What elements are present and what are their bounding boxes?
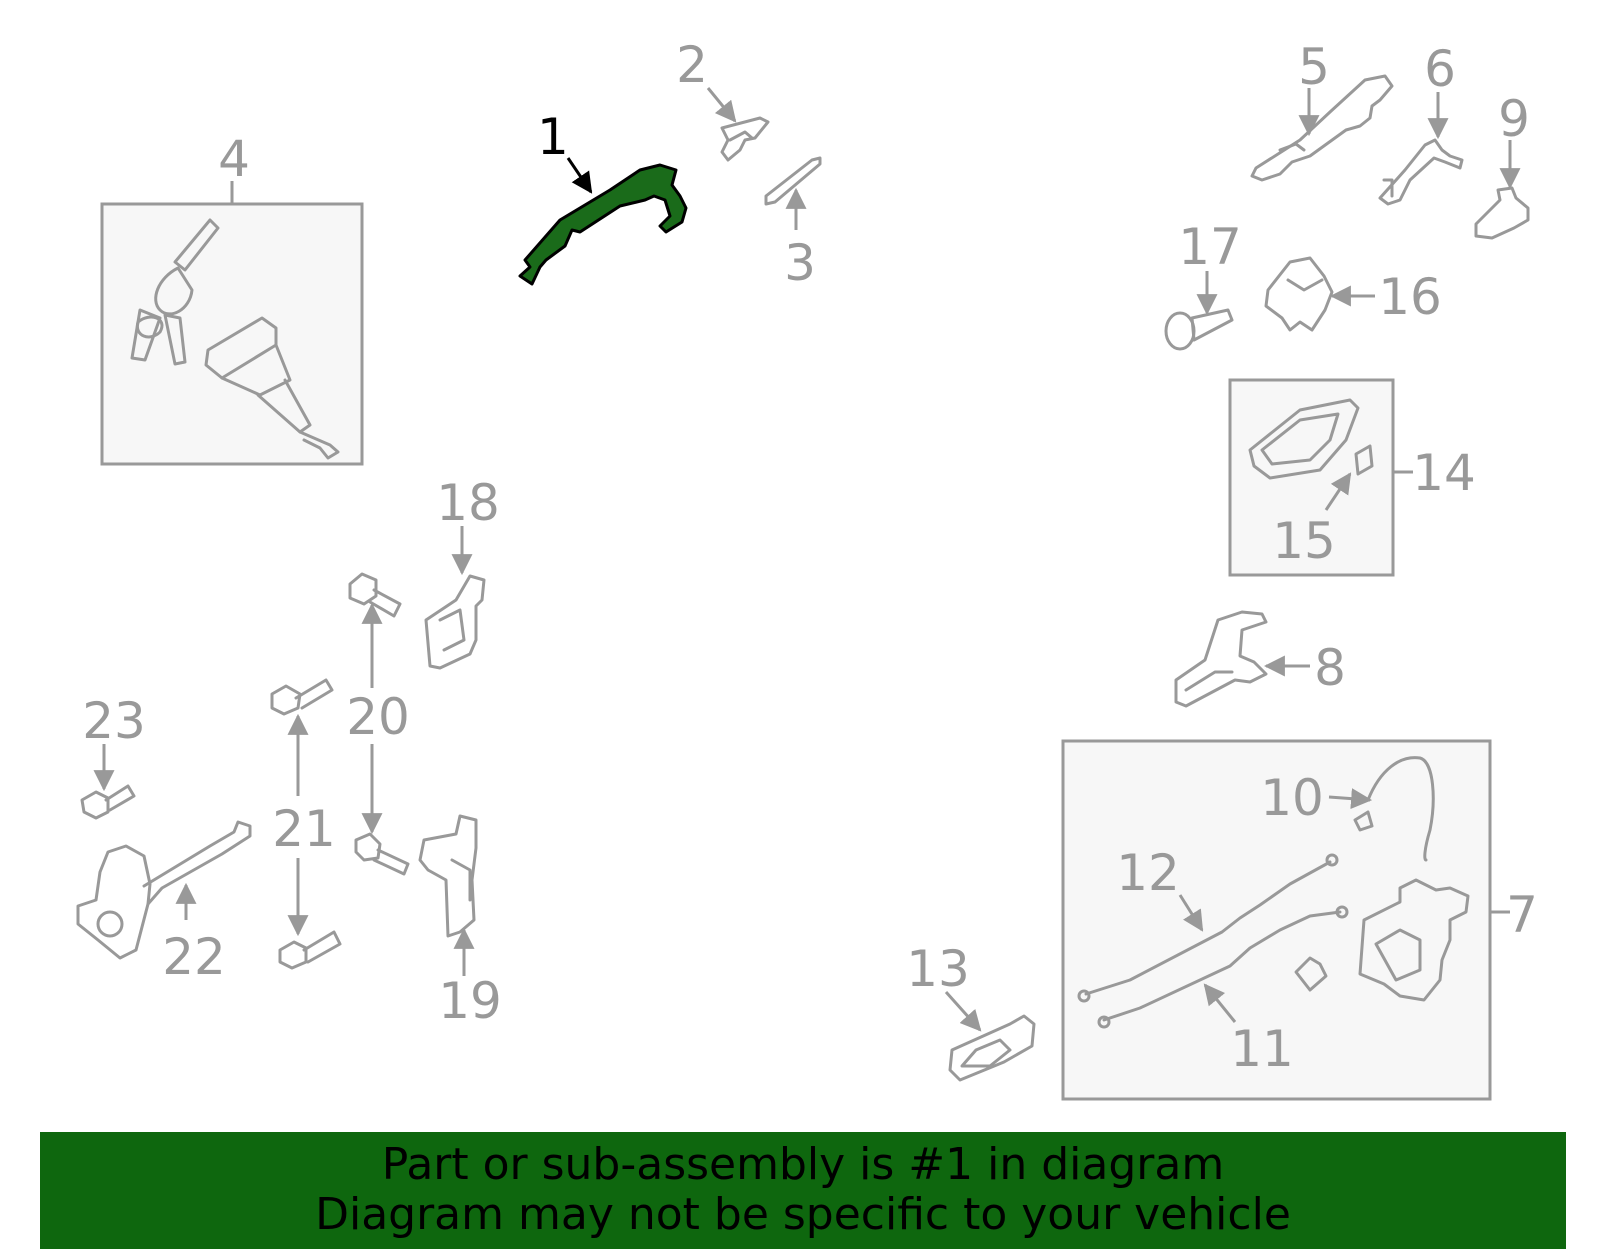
cable-part-12[interactable] xyxy=(1077,853,1339,1003)
key-set-part[interactable] xyxy=(130,218,220,366)
bumper-part-16[interactable] xyxy=(1264,256,1334,332)
callout-5: 5 xyxy=(1298,38,1330,96)
callout-2: 2 xyxy=(676,36,708,94)
callout-14: 14 xyxy=(1412,444,1476,502)
callout-6: 6 xyxy=(1424,40,1456,98)
bolt-part-21-lower[interactable] xyxy=(278,930,342,970)
group-box-7 xyxy=(1061,739,1492,1101)
bolt-part-21-upper[interactable] xyxy=(270,678,334,716)
banner-line-2: Diagram may not be specific to your vehi… xyxy=(315,1189,1291,1240)
group-box-14 xyxy=(1228,378,1395,577)
bracket-part-8[interactable] xyxy=(1174,610,1268,708)
bolt-part-20-lower[interactable] xyxy=(354,832,410,876)
callout-17: 17 xyxy=(1178,218,1242,276)
callout-20: 20 xyxy=(346,688,410,746)
callout-11: 11 xyxy=(1230,1020,1294,1078)
callout-18: 18 xyxy=(436,474,500,532)
bolt-part-23[interactable] xyxy=(80,784,136,820)
hinge-part-19[interactable] xyxy=(418,814,478,938)
inside-handle-part-14[interactable] xyxy=(1248,398,1360,480)
bracket-part-5[interactable] xyxy=(1250,74,1394,182)
clip-part-9[interactable] xyxy=(1474,186,1530,240)
hinge-part-18[interactable] xyxy=(424,574,486,670)
callout-1: 1 xyxy=(537,108,569,166)
latch-part-7[interactable] xyxy=(1358,878,1470,1002)
callout-12: 12 xyxy=(1116,844,1180,902)
cap-part-15[interactable] xyxy=(1354,444,1374,476)
callout-10: 10 xyxy=(1260,769,1324,827)
outside-handle-part-1[interactable] xyxy=(518,163,688,286)
callout-7: 7 xyxy=(1506,886,1538,944)
gasket-part-3[interactable] xyxy=(764,156,822,206)
callout-19: 19 xyxy=(438,972,502,1030)
cable-part-10[interactable] xyxy=(1353,756,1435,862)
bolt-part-20-upper[interactable] xyxy=(348,572,402,618)
callout-16: 16 xyxy=(1378,268,1442,326)
banner-line-1: Part or sub-assembly is #1 in diagram xyxy=(381,1139,1225,1190)
bezel-part-13[interactable] xyxy=(948,1014,1036,1082)
callout-15: 15 xyxy=(1272,512,1336,570)
callout-9: 9 xyxy=(1498,90,1530,148)
lock-cylinder-part[interactable] xyxy=(204,316,340,460)
screw-part-17[interactable] xyxy=(1164,308,1234,351)
callout-21: 21 xyxy=(272,800,336,858)
cable-part-11[interactable] xyxy=(1097,905,1349,1029)
info-banner: Part or sub-assembly is #1 in diagram Di… xyxy=(40,1132,1566,1249)
callout-13: 13 xyxy=(906,940,970,998)
callout-23: 23 xyxy=(82,692,146,750)
callout-4: 4 xyxy=(218,130,250,188)
door-check-part-22[interactable] xyxy=(76,820,252,960)
clip-small-part[interactable] xyxy=(1294,956,1328,992)
callout-8: 8 xyxy=(1314,639,1346,697)
handle-cap-part-2[interactable] xyxy=(720,116,770,162)
group-box-4 xyxy=(100,202,364,466)
callout-3: 3 xyxy=(784,234,816,292)
callout-22: 22 xyxy=(162,928,226,986)
rod-clip-part-6[interactable] xyxy=(1378,138,1464,206)
